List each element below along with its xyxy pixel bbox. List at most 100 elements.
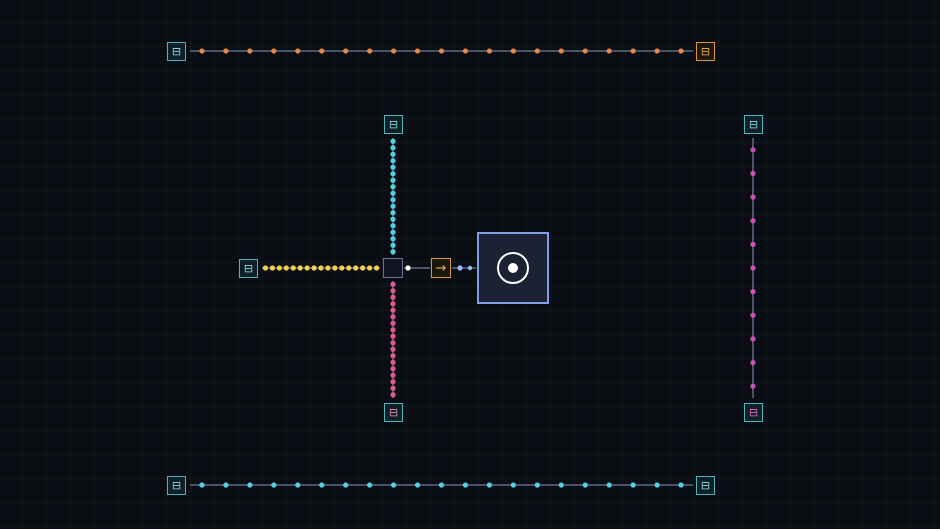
data-packet bbox=[558, 48, 564, 54]
data-packet bbox=[290, 265, 296, 271]
data-packet bbox=[510, 48, 516, 54]
sink-node-bottom-right-column[interactable]: ⊟ bbox=[744, 403, 763, 422]
data-packet bbox=[390, 353, 396, 359]
data-packet bbox=[390, 340, 396, 346]
data-packet bbox=[318, 265, 324, 271]
data-packet bbox=[390, 197, 396, 203]
data-packet bbox=[558, 482, 564, 488]
data-packet bbox=[390, 236, 396, 242]
data-packet bbox=[750, 241, 756, 247]
data-packet bbox=[390, 184, 396, 190]
data-packet bbox=[750, 170, 756, 177]
data-packet bbox=[750, 218, 756, 224]
data-packet bbox=[311, 265, 317, 271]
source-node-top-center[interactable]: ⊟ bbox=[384, 115, 403, 134]
data-packet bbox=[414, 48, 421, 54]
data-packet bbox=[390, 164, 396, 170]
data-packet bbox=[750, 194, 756, 200]
data-packet bbox=[582, 482, 588, 488]
data-packet bbox=[390, 281, 396, 287]
data-packet bbox=[353, 265, 359, 271]
arrow-router[interactable]: → bbox=[431, 258, 451, 278]
data-packet bbox=[457, 265, 463, 271]
data-packet bbox=[390, 223, 396, 229]
data-packet bbox=[269, 265, 276, 271]
data-packet bbox=[271, 48, 277, 54]
data-packet bbox=[510, 482, 516, 488]
splitter-node-center[interactable] bbox=[383, 258, 403, 278]
data-packet bbox=[390, 203, 396, 209]
data-packet bbox=[367, 482, 373, 488]
data-packet bbox=[223, 48, 229, 54]
data-packet bbox=[199, 482, 205, 488]
data-packet bbox=[390, 242, 396, 248]
data-packet bbox=[390, 307, 396, 313]
data-packet bbox=[390, 314, 396, 320]
data-packet bbox=[390, 372, 396, 378]
data-packet bbox=[262, 265, 269, 271]
source-node-bottom-center[interactable]: ⊟ bbox=[384, 403, 403, 422]
data-packet bbox=[346, 265, 352, 271]
data-packet bbox=[750, 336, 756, 342]
data-packet bbox=[750, 265, 756, 271]
data-packet bbox=[678, 482, 684, 488]
data-packet bbox=[486, 482, 493, 488]
data-packet bbox=[534, 482, 540, 488]
data-packet bbox=[405, 265, 411, 271]
data-packet bbox=[750, 312, 756, 318]
data-packet bbox=[750, 147, 756, 153]
data-packet bbox=[390, 177, 396, 183]
data-packet bbox=[360, 265, 366, 271]
data-packet bbox=[247, 482, 253, 488]
data-packet bbox=[390, 379, 396, 385]
source-node-icon: ⊟ bbox=[243, 262, 254, 275]
target-core[interactable] bbox=[477, 232, 549, 304]
source-node-top-left[interactable]: ⊟ bbox=[167, 42, 186, 61]
sink-node-icon: ⊟ bbox=[700, 479, 711, 492]
source-node-left-center[interactable]: ⊟ bbox=[239, 259, 258, 278]
data-packet bbox=[606, 48, 612, 54]
data-packet bbox=[325, 265, 331, 271]
data-packet bbox=[750, 359, 756, 366]
data-packet bbox=[304, 265, 310, 271]
data-packet bbox=[295, 482, 301, 488]
data-packet bbox=[654, 482, 660, 488]
data-packet bbox=[319, 48, 325, 54]
data-packet bbox=[390, 145, 396, 151]
data-packet bbox=[390, 229, 396, 235]
source-node-icon: ⊟ bbox=[171, 45, 182, 58]
data-packet bbox=[390, 171, 396, 177]
data-packet bbox=[390, 190, 396, 196]
sink-node-top-right[interactable]: ⊟ bbox=[696, 42, 715, 61]
data-packet bbox=[199, 48, 205, 54]
sink-node-icon: ⊟ bbox=[700, 45, 711, 58]
data-packet bbox=[390, 392, 396, 398]
data-packet bbox=[654, 48, 660, 54]
source-node-icon: ⊟ bbox=[388, 118, 399, 131]
source-node-icon: ⊟ bbox=[388, 406, 399, 419]
sink-node-bottom-right[interactable]: ⊟ bbox=[696, 476, 715, 495]
data-packet bbox=[295, 48, 301, 54]
data-packet bbox=[438, 48, 445, 54]
data-packet bbox=[390, 48, 397, 54]
data-packet bbox=[390, 151, 396, 157]
data-packet bbox=[390, 249, 396, 255]
data-packet bbox=[297, 265, 303, 271]
data-packet bbox=[367, 48, 373, 54]
data-packet bbox=[343, 482, 349, 488]
data-packet bbox=[390, 210, 396, 216]
source-node-top-right-column[interactable]: ⊟ bbox=[744, 115, 763, 134]
data-packet bbox=[390, 482, 397, 488]
data-packet bbox=[366, 265, 373, 271]
source-node-icon: ⊟ bbox=[748, 118, 759, 131]
data-packet bbox=[630, 48, 636, 54]
data-packet bbox=[390, 301, 396, 307]
core-center-dot bbox=[508, 263, 518, 273]
data-packet bbox=[630, 482, 636, 488]
data-packet bbox=[390, 359, 396, 365]
data-packet bbox=[283, 265, 289, 271]
source-node-bottom-left[interactable]: ⊟ bbox=[167, 476, 186, 495]
data-packet bbox=[390, 288, 396, 294]
